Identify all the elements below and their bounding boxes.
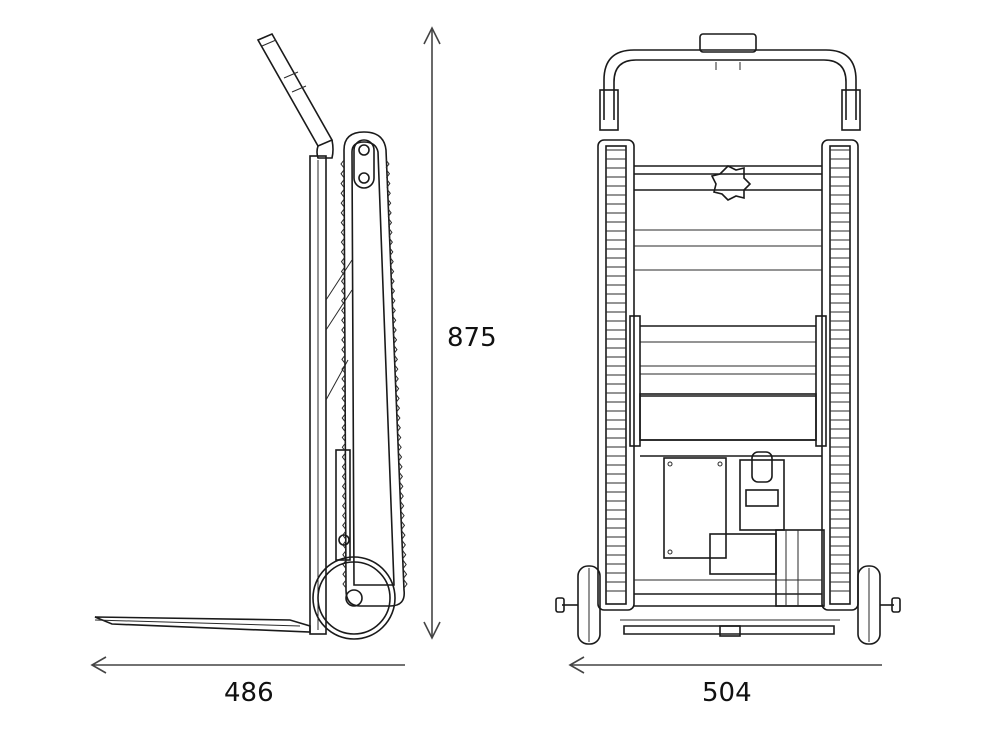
front-handle: [599, 33, 861, 131]
side-bracket: [325, 259, 353, 561]
front-left-track: [597, 139, 635, 611]
width-dimension-label: 504: [702, 678, 752, 708]
front-cross-bars: [620, 165, 840, 621]
side-view: [94, 32, 408, 640]
front-left-wheel: [555, 565, 601, 645]
side-handle-grip: [256, 32, 334, 159]
front-knob: [710, 165, 752, 201]
front-right-track: [821, 139, 859, 611]
front-inner-rails: [629, 315, 827, 447]
front-bottom-plate: [623, 625, 835, 637]
height-dimension-arrow: [423, 26, 441, 640]
width-dimension-arrow: [568, 656, 882, 674]
front-motor-box: [663, 451, 825, 607]
front-view: [555, 33, 901, 645]
side-wheel: [312, 556, 396, 640]
depth-dimension-arrow: [90, 656, 405, 674]
height-dimension-label: 875: [447, 323, 497, 353]
depth-dimension-label: 486: [224, 678, 274, 708]
side-foot-plate: [94, 616, 311, 633]
dimension-lines: 875 486 504: [90, 26, 882, 708]
side-track-belt: [340, 131, 408, 607]
side-frame-tube: [309, 155, 327, 635]
front-right-wheel: [857, 565, 901, 645]
